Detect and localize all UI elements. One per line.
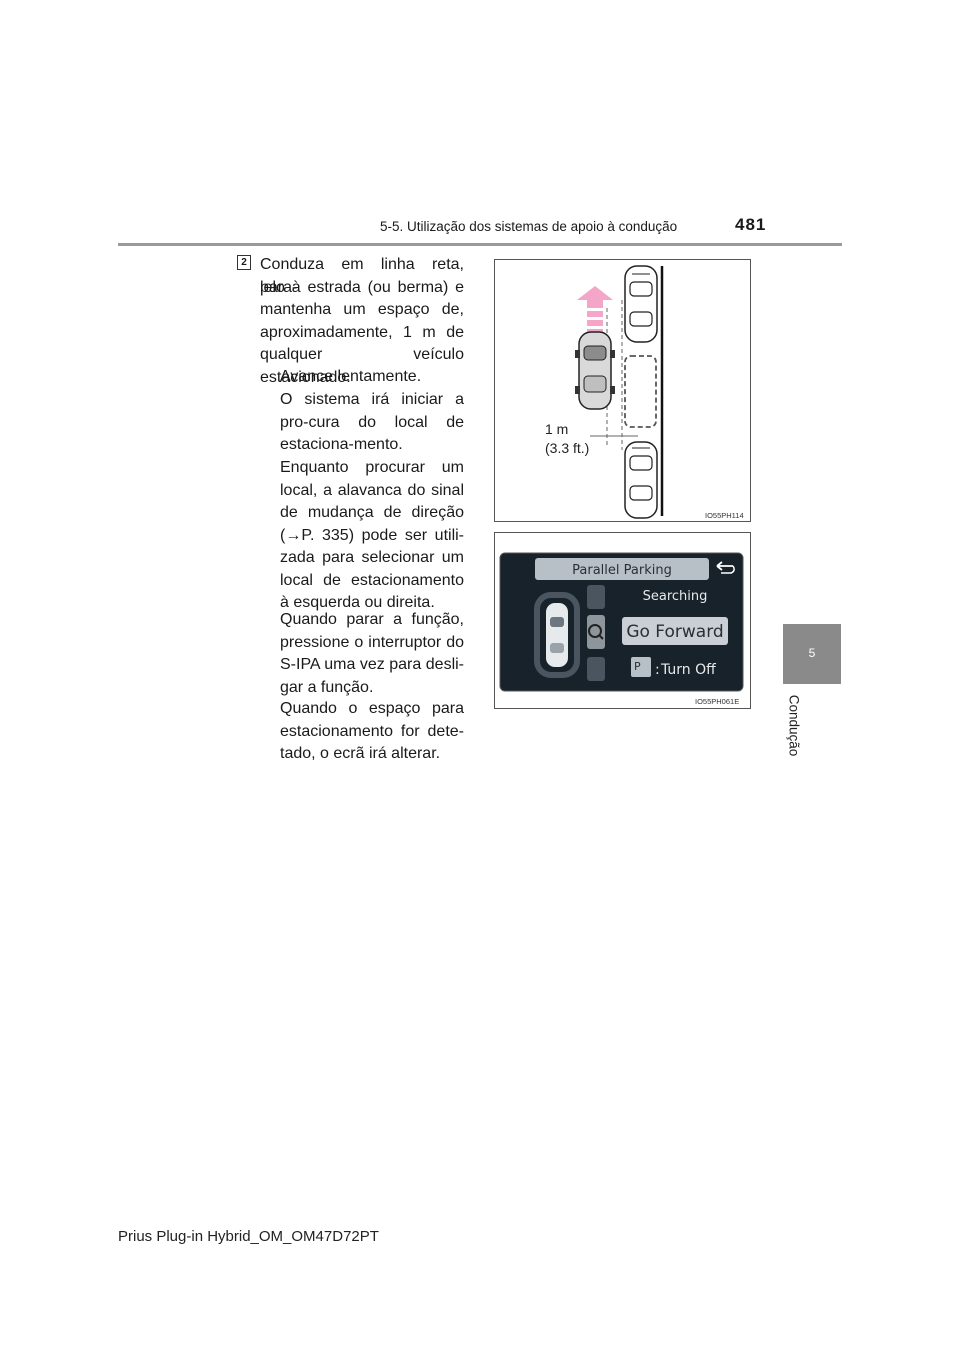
display-screen-figure: Parallel Parking Searching Go Forward P …	[494, 532, 751, 709]
svg-text::: :	[655, 662, 660, 678]
figure-code: IO55PH061E	[695, 697, 739, 706]
step-number-badge: 2	[237, 255, 251, 270]
parking-diagram: 1 m (3.3 ft.) IO55PH114	[545, 265, 744, 520]
own-car-icon	[575, 331, 615, 410]
header-divider	[118, 243, 842, 246]
chapter-label: Condução	[785, 692, 803, 762]
parking-switch-icon	[631, 657, 651, 677]
status-text: Searching	[643, 589, 708, 604]
turn-off-label: Turn Off	[660, 662, 716, 678]
distance-label-metric: 1 m	[545, 421, 568, 437]
go-forward-button	[622, 617, 728, 645]
chapter-number: 5	[808, 646, 816, 660]
step-line: aproximadamente, 1 m de	[260, 323, 464, 341]
figure-code: IO55PH114	[705, 511, 744, 520]
title-bar	[535, 558, 709, 580]
parking-display: Parallel Parking Searching Go Forward P …	[499, 552, 744, 706]
chapter-tab: 5	[783, 624, 841, 684]
sensor-segment-middle	[587, 615, 605, 649]
go-forward-label: Go Forward	[626, 622, 723, 642]
parking-space-outline	[624, 355, 657, 428]
chapter-label-text: Condução	[786, 694, 802, 757]
parking-switch-label: P	[634, 660, 641, 673]
subitem-stop-function: Quando parar a função, pressione o inter…	[280, 611, 464, 696]
sensor-segment-upper	[587, 585, 605, 609]
search-icon	[588, 624, 602, 638]
back-icon	[716, 561, 735, 574]
subitem-turn-signal: Enquanto procurar um local, a alavanca d…	[280, 459, 464, 611]
footer-document-id: Prius Plug-in Hybrid_OM_OM47D72PT	[118, 1228, 379, 1245]
parking-diagram-figure: 1 m (3.3 ft.) IO55PH114	[494, 259, 751, 522]
page-number: 481	[735, 215, 767, 234]
subitem-search-start: O sistema irá iniciar a pro-cura do loca…	[280, 391, 464, 453]
subitem-advance: Avance lentamente.	[280, 368, 422, 385]
sensor-segment-lower	[587, 657, 605, 681]
step-line: qualquer veículo estacionado.	[260, 346, 464, 386]
parked-car-front-icon	[624, 265, 658, 343]
section-title: 5-5. Utilização dos sistemas de apoio à …	[380, 219, 678, 234]
screen-title: Parallel Parking	[572, 563, 672, 578]
step-line: mantenha um espaço de,	[260, 301, 464, 318]
parked-car-rear-icon	[624, 441, 658, 519]
car-sensor-icon	[534, 592, 580, 678]
distance-label-imperial: (3.3 ft.)	[545, 440, 589, 456]
step-line: Conduza em linha reta, para-	[260, 256, 464, 296]
subitem-space-detected: Quando o espaço para estacionamento for …	[280, 700, 464, 762]
step-line: lelo à estrada (ou berma) e	[260, 278, 464, 296]
